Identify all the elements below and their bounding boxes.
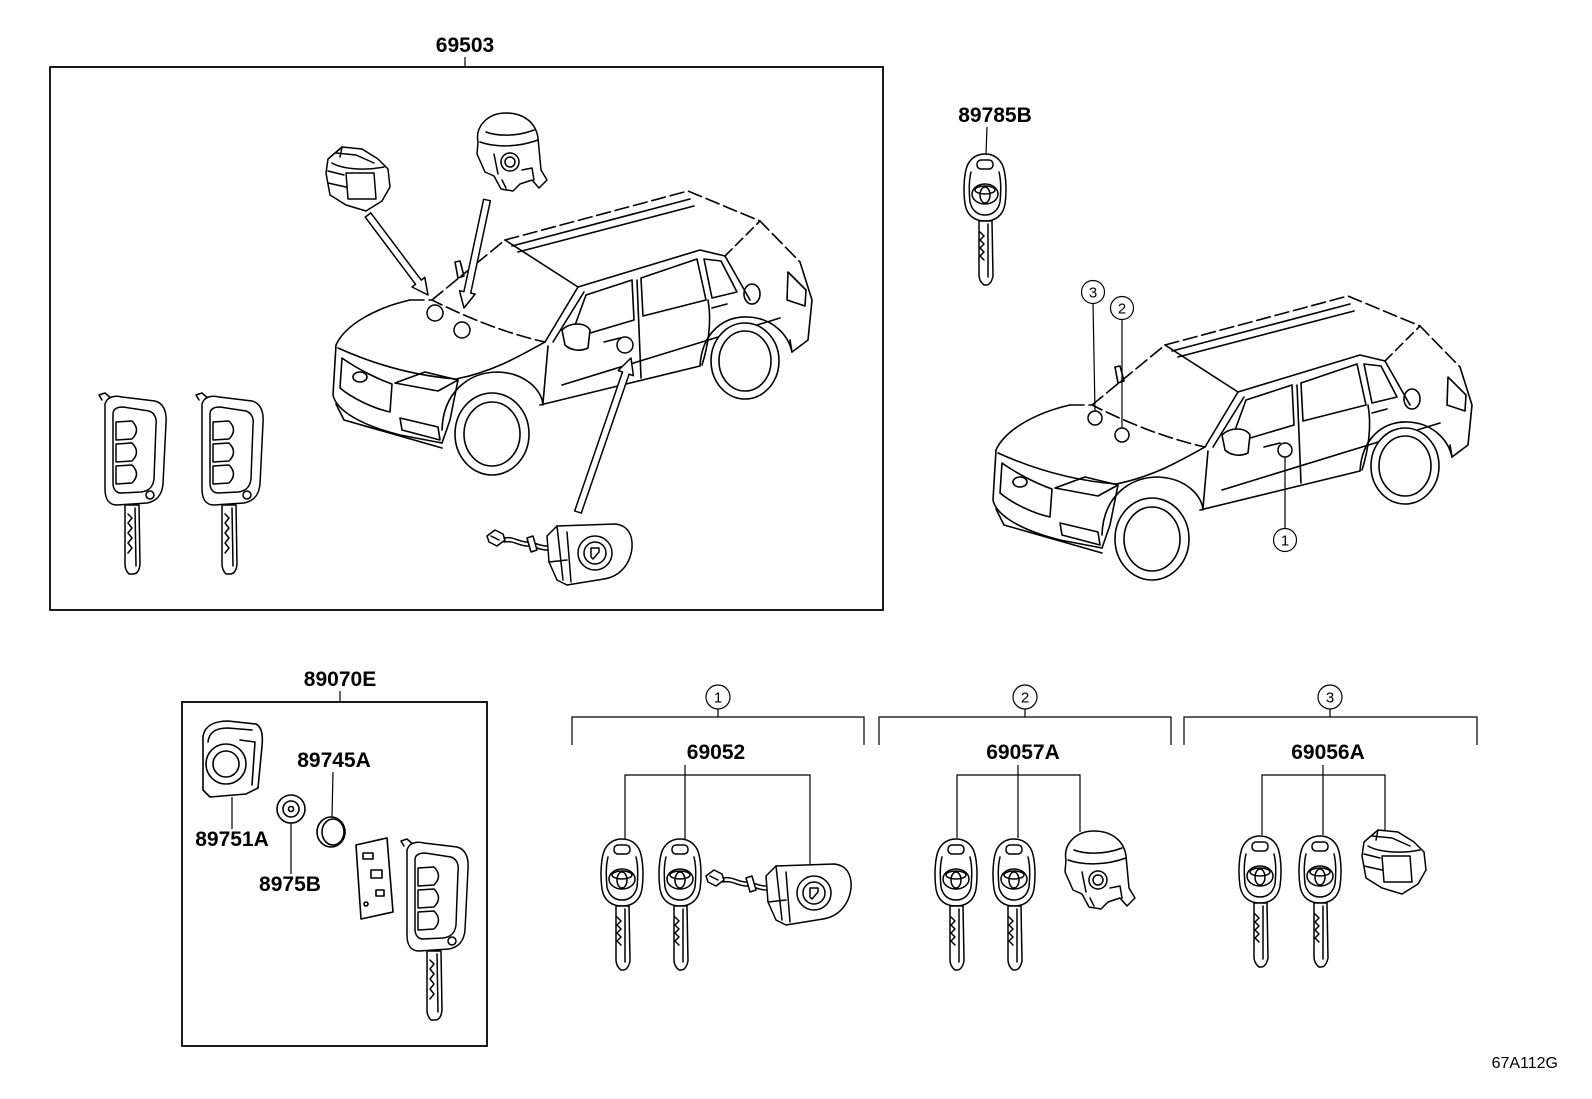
- battery-icon: [316, 816, 346, 848]
- set-bracket: [571, 716, 865, 745]
- set-leader-lines: [624, 765, 811, 868]
- cap-center: [287, 805, 295, 813]
- battery-leader-line: [331, 771, 334, 818]
- circuit-board-icon: [355, 837, 394, 920]
- set-callout-number: 1: [714, 690, 722, 707]
- case-part-number[interactable]: 89751A: [195, 828, 269, 851]
- assembly-frame: [49, 66, 884, 611]
- transponder-key-icon: [934, 838, 978, 971]
- set-bracket: [1183, 716, 1478, 745]
- transmitter-kit-frame: [181, 701, 488, 1047]
- location-marker-1: [1277, 442, 1293, 458]
- set-leader-lines: [956, 765, 1081, 838]
- cap-inner: [282, 800, 300, 818]
- location-marker-door: [616, 336, 634, 354]
- set-part-number[interactable]: 69056A: [1291, 741, 1365, 764]
- callout-3-leader: [1092, 302, 1096, 412]
- lock-set-1: 1 69052: [571, 684, 865, 971]
- transmitter-kit-part-number[interactable]: 89070E: [304, 668, 376, 691]
- key-blank-part-number[interactable]: 89785B: [958, 104, 1032, 127]
- callout-circle: [1272, 527, 1298, 553]
- ignition-lock-icon: [1064, 830, 1136, 910]
- callout-number: 2: [1118, 301, 1126, 318]
- board-chip: [362, 852, 374, 860]
- cap-part-number[interactable]: 8975B: [259, 873, 321, 896]
- board-chip: [370, 869, 383, 879]
- set-part-number[interactable]: 69057A: [986, 741, 1060, 764]
- callout-number: 1: [1281, 533, 1289, 550]
- location-marker-cylinder: [426, 304, 444, 322]
- lock-cylinder-icon: [1361, 829, 1427, 895]
- set-leader-lines: [1261, 765, 1386, 835]
- battery-part-number[interactable]: 89745A: [297, 749, 371, 772]
- lock-cylinder-icon: [325, 146, 391, 212]
- transponder-key-icon: [658, 838, 702, 971]
- transponder-key-icon: [1298, 835, 1342, 968]
- case-battery-seat-inner: [212, 750, 240, 778]
- lock-set-3: 3 69056A: [1183, 684, 1478, 968]
- vehicle-right: [992, 295, 1473, 581]
- case-edge: [239, 739, 256, 786]
- location-marker-3: [1087, 410, 1103, 426]
- arrow-to-cylinder: [364, 212, 429, 296]
- location-callout-3: 3: [1080, 279, 1106, 305]
- callout-number: 3: [1089, 285, 1097, 302]
- transmitter-case-icon: [202, 720, 264, 798]
- flip-key-icon: [400, 838, 469, 1021]
- flip-key-icon: [98, 392, 167, 575]
- flip-key-icon: [195, 392, 264, 575]
- lock-set-2: 2 69057A: [878, 684, 1172, 971]
- cap-outline: [276, 794, 306, 824]
- door-lock-cylinder-icon: [486, 523, 633, 586]
- transponder-key-icon: [1238, 835, 1282, 968]
- set-bracket: [878, 716, 1172, 745]
- transponder-key-icon: [600, 838, 644, 971]
- location-callout-2: 2: [1109, 295, 1135, 321]
- set-callout-number: 2: [1021, 690, 1029, 707]
- key-blank-leader-line: [985, 126, 988, 155]
- battery-face: [321, 818, 345, 846]
- case-battery-seat: [205, 743, 247, 785]
- board-contact: [363, 901, 369, 907]
- arrow-to-ignition: [458, 198, 492, 309]
- callout-circle: [1080, 279, 1106, 305]
- callout-circle: [1109, 295, 1135, 321]
- diagram-code: 67A112G: [1492, 1055, 1558, 1072]
- cap-icon: [276, 794, 306, 824]
- door-lock-cylinder-icon: [705, 863, 852, 926]
- case-rim: [207, 727, 253, 743]
- assembly-part-number[interactable]: 69503: [436, 34, 494, 57]
- set-part-number[interactable]: 69052: [687, 741, 745, 764]
- transponder-key-icon: [992, 838, 1036, 971]
- transponder-key-icon: [963, 153, 1007, 286]
- case-outline: [202, 720, 264, 798]
- location-marker-2: [1114, 427, 1130, 443]
- set-callout-number: 3: [1326, 690, 1334, 707]
- board-chip: [375, 889, 385, 897]
- location-marker-ignition: [453, 321, 471, 339]
- ignition-lock-icon: [476, 112, 548, 192]
- location-callout-1: 1: [1272, 527, 1298, 553]
- vehicle-left: [332, 190, 813, 476]
- arrow-to-door-lock: [573, 357, 635, 514]
